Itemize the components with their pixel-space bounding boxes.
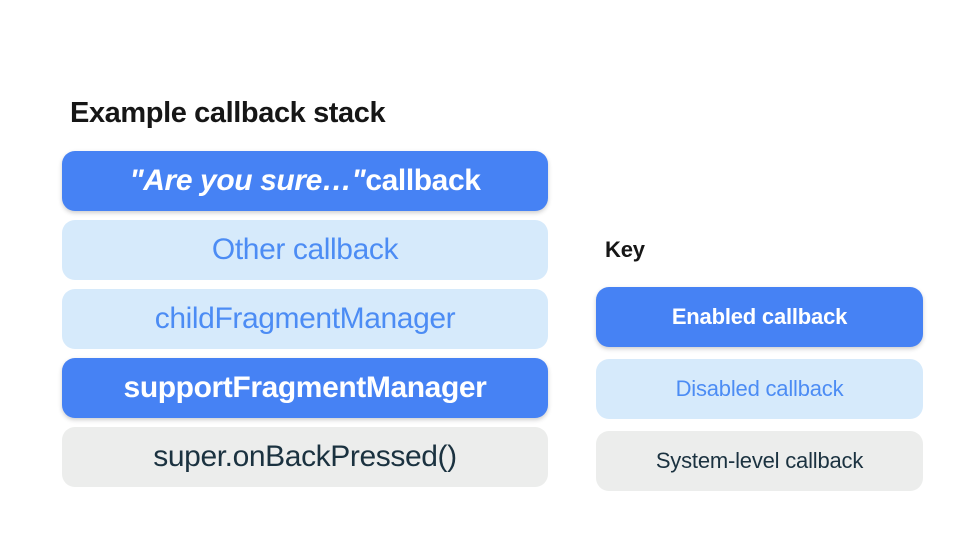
stack-item-super-on-back-pressed: super.onBackPressed() (62, 427, 548, 487)
key-item-system-level-callback: System-level callback (596, 431, 923, 491)
stack-item-label-quoted: "Are you sure…" (129, 164, 366, 197)
stack-item-child-fragment-manager: childFragmentManager (62, 289, 548, 349)
stack-item-support-fragment-manager: supportFragmentManager (62, 358, 548, 418)
key-item-disabled-callback: Disabled callback (596, 359, 923, 419)
stack-item-are-you-sure-callback: "Are you sure…" callback (62, 151, 548, 211)
stack-item-label-rest: callback (365, 164, 481, 197)
stack-item-other-callback: Other callback (62, 220, 548, 280)
key-item-enabled-callback: Enabled callback (596, 287, 923, 347)
key-title: Key (605, 237, 645, 262)
stack-title: Example callback stack (70, 97, 386, 129)
